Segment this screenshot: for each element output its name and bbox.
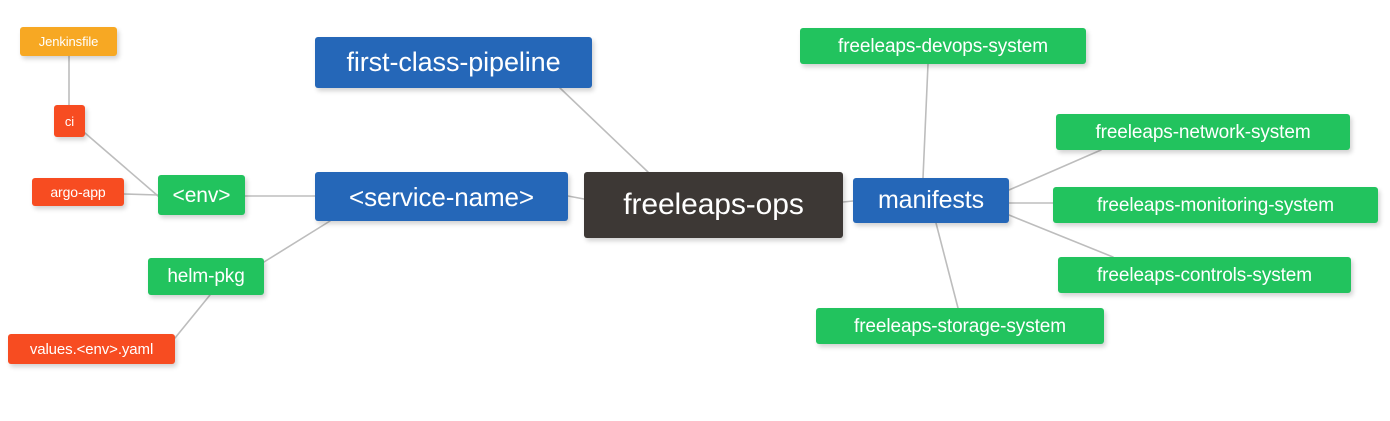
edge-argo-app-to-env bbox=[123, 193, 159, 196]
node-jenkinsfile[interactable]: Jenkinsfile bbox=[20, 27, 117, 56]
edge-helm-pkg-to-service-name bbox=[263, 220, 331, 263]
node-label-freeleaps-storage-system: freeleaps-storage-system bbox=[854, 315, 1066, 337]
node-env[interactable]: <env> bbox=[158, 175, 245, 215]
edge-manifests-to-freeleaps-storage-system bbox=[935, 222, 959, 309]
edge-manifests-to-freeleaps-devops-system bbox=[922, 63, 929, 179]
node-label-freeleaps-network-system: freeleaps-network-system bbox=[1095, 121, 1311, 143]
node-label-first-class-pipeline: first-class-pipeline bbox=[346, 47, 561, 77]
node-label-argo-app: argo-app bbox=[50, 184, 106, 200]
node-helm-pkg[interactable]: helm-pkg bbox=[148, 258, 264, 295]
node-first-class-pipeline[interactable]: first-class-pipeline bbox=[315, 37, 592, 88]
node-label-freeleaps-monitoring-system: freeleaps-monitoring-system bbox=[1097, 194, 1334, 216]
node-label-manifests: manifests bbox=[877, 186, 985, 214]
node-manifests[interactable]: manifests bbox=[853, 178, 1009, 223]
node-service-name[interactable]: <service-name> bbox=[315, 172, 568, 221]
node-label-env: <env> bbox=[172, 183, 231, 207]
node-label-ci: ci bbox=[64, 113, 75, 129]
edge-freeleaps-ops-to-manifests bbox=[842, 200, 854, 203]
node-freeleaps-controls-system[interactable]: freeleaps-controls-system bbox=[1058, 257, 1351, 293]
node-label-jenkinsfile: Jenkinsfile bbox=[38, 34, 99, 49]
node-label-service-name: <service-name> bbox=[348, 181, 535, 212]
node-label-freeleaps-devops-system: freeleaps-devops-system bbox=[838, 35, 1048, 57]
edge-manifests-to-freeleaps-network-system bbox=[1008, 149, 1102, 191]
edge-first-class-pipeline-to-freeleaps-ops bbox=[559, 87, 649, 173]
node-values-yaml[interactable]: values.<env>.yaml bbox=[8, 334, 175, 364]
node-label-freeleaps-controls-system: freeleaps-controls-system bbox=[1096, 264, 1313, 286]
edge-values-yaml-to-helm-pkg bbox=[174, 294, 211, 339]
node-label-values-yaml: values.<env>.yaml bbox=[29, 340, 154, 358]
node-ci[interactable]: ci bbox=[54, 105, 85, 137]
node-freeleaps-network-system[interactable]: freeleaps-network-system bbox=[1056, 114, 1350, 150]
node-freeleaps-storage-system[interactable]: freeleaps-storage-system bbox=[816, 308, 1104, 344]
edge-service-name-to-freeleaps-ops bbox=[567, 195, 585, 200]
node-label-helm-pkg: helm-pkg bbox=[167, 266, 245, 287]
node-freeleaps-ops[interactable]: freeleaps-ops bbox=[584, 172, 843, 238]
node-label-freeleaps-ops: freeleaps-ops bbox=[623, 188, 804, 221]
node-argo-app[interactable]: argo-app bbox=[32, 178, 124, 206]
node-freeleaps-devops-system[interactable]: freeleaps-devops-system bbox=[800, 28, 1086, 64]
node-freeleaps-monitoring-system[interactable]: freeleaps-monitoring-system bbox=[1053, 187, 1378, 223]
